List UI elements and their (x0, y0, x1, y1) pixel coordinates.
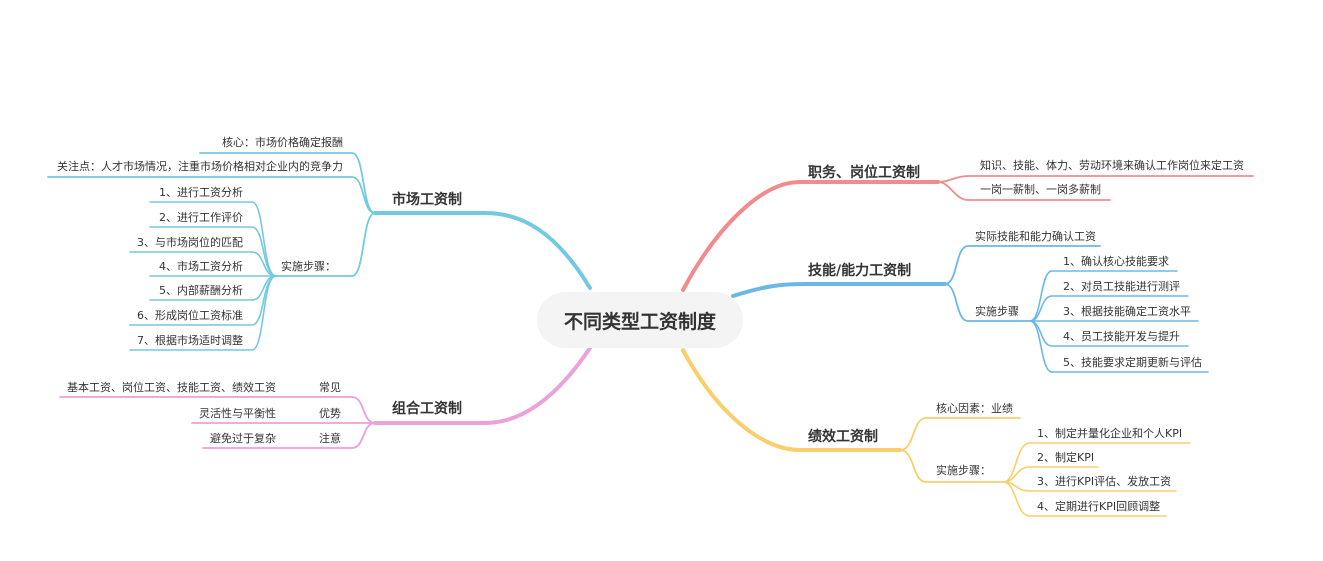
central-topic-label: 不同类型工资制度 (564, 310, 717, 333)
skill-step-1[interactable]: 1、确认核心技能要求 (1063, 254, 1169, 268)
combo-group-1-item[interactable]: 基本工资、岗位工资、技能工资、绩效工资 (67, 380, 276, 394)
connector-root-combo (373, 346, 592, 425)
branch-job: 职务、岗位工资制 知识、技能、体力、劳动环境来确认工作岗位来定工资 一岗一薪制、… (808, 158, 1254, 201)
combo-group-2-label[interactable]: 优势 (319, 407, 341, 420)
market-step-2[interactable]: 2、进行工作评价 (159, 211, 243, 224)
performance-step-4[interactable]: 4、定期进行KPI回顾调整 (1037, 499, 1160, 513)
market-focus[interactable]: 关注点：人才市场情况，注重市场价格相对企业内的竞争力 (57, 159, 343, 173)
branch-combo: 组合工资制 常见 基本工资、岗位工资、技能工资、绩效工资 优势 灵活性与平衡性 … (59, 380, 462, 449)
branch-job-label[interactable]: 职务、岗位工资制 (808, 164, 920, 181)
performance-step-2[interactable]: 2、制定KPI (1037, 450, 1094, 464)
branch-combo-label[interactable]: 组合工资制 (392, 400, 462, 417)
skill-step-4[interactable]: 4、员工技能开发与提升 (1063, 329, 1180, 343)
market-step-7[interactable]: 7、根据市场适时调整 (137, 333, 243, 347)
combo-group-3-label[interactable]: 注意 (319, 431, 341, 445)
performance-step-1[interactable]: 1、制定并量化企业和个人KPI (1037, 426, 1182, 440)
central-topic[interactable]: 不同类型工资制度 (537, 292, 743, 348)
job-item-1[interactable]: 知识、技能、体力、劳动环境来确认工作岗位来定工资 (980, 158, 1244, 172)
market-step-3[interactable]: 3、与市场岗位的匹配 (137, 235, 243, 249)
skill-step-2[interactable]: 2、对员工技能进行测评 (1063, 279, 1180, 293)
connector-root-job (681, 180, 940, 292)
market-step-4[interactable]: 4、市场工资分析 (159, 259, 243, 273)
performance-step-3[interactable]: 3、进行KPI评估、发放工资 (1037, 474, 1171, 488)
combo-group-3-item[interactable]: 避免过于复杂 (210, 431, 276, 445)
market-step-6[interactable]: 6、形成岗位工资标准 (137, 308, 243, 322)
connector-root-skill (731, 282, 947, 298)
branch-skill: 技能/能力工资制 实际技能和能力确认工资 实施步骤 1、确认核心技能要求 2、对… (808, 229, 1209, 373)
branch-market-label[interactable]: 市场工资制 (392, 191, 462, 208)
combo-group-2-item[interactable]: 灵活性与平衡性 (199, 406, 276, 420)
skill-step-3[interactable]: 3、根据技能确定工资水平 (1063, 304, 1191, 318)
connector-root-performance (681, 348, 902, 452)
performance-core[interactable]: 核心因素：业绩 (936, 401, 1013, 415)
branch-performance-label[interactable]: 绩效工资制 (808, 428, 878, 445)
branch-market: 市场工资制 核心：市场价格确定报酬 关注点：人才市场情况，注重市场价格相对企业内… (47, 135, 462, 351)
market-core[interactable]: 核心：市场价格确定报酬 (222, 135, 343, 149)
performance-steps-label[interactable]: 实施步骤： (936, 463, 991, 477)
connector-root-market (373, 211, 592, 290)
market-step-1[interactable]: 1、进行工资分析 (159, 185, 243, 199)
combo-group-1-label[interactable]: 常见 (319, 381, 341, 394)
market-step-5[interactable]: 5、内部薪酬分析 (159, 283, 243, 297)
branch-skill-label[interactable]: 技能/能力工资制 (808, 262, 911, 279)
job-item-2[interactable]: 一岗一薪制、一岗多薪制 (980, 182, 1101, 196)
branch-performance: 绩效工资制 核心因素：业绩 实施步骤： 1、制定并量化企业和个人KPI 2、制定… (808, 401, 1191, 517)
skill-step-5[interactable]: 5、技能要求定期更新与评估 (1063, 355, 1202, 369)
skill-basis[interactable]: 实际技能和能力确认工资 (975, 229, 1096, 243)
skill-steps-label[interactable]: 实施步骤 (975, 304, 1019, 318)
market-steps-label[interactable]: 实施步骤： (281, 259, 336, 273)
